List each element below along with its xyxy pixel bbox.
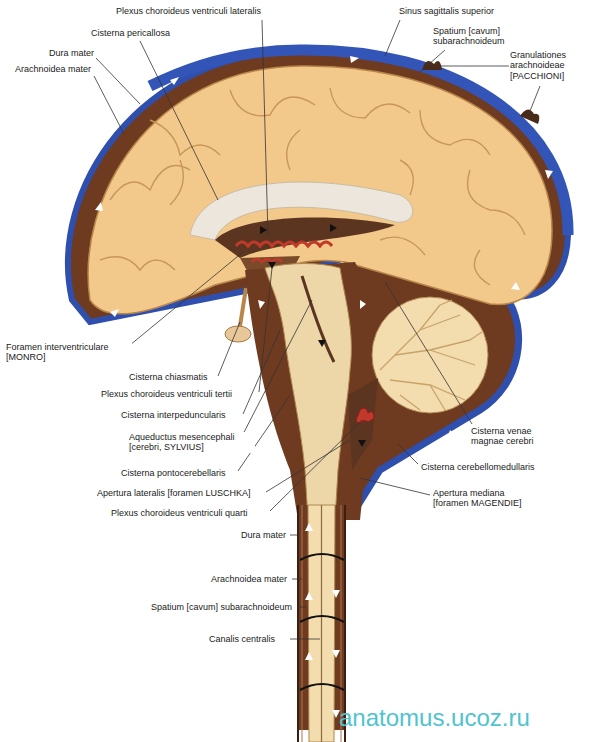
part-label: Plexus choroideus ventriculi tertii xyxy=(100,389,233,399)
part-label: Apertura lateralis [foramen LUSCHKA] xyxy=(96,488,252,498)
leader-lines xyxy=(94,20,540,639)
part-label: Cisterna pontocerebellaris xyxy=(120,468,227,478)
part-label: Foramen interventriculare [MONRO] xyxy=(5,342,132,363)
part-label: Apertura mediana [foramen MAGENDIE] xyxy=(432,488,526,509)
part-label: Cisterna chiasmatis xyxy=(128,372,209,382)
watermark: anatomus.ucoz.ru xyxy=(338,704,531,732)
brainstem xyxy=(265,264,351,521)
arachnoid-granulation xyxy=(422,61,442,70)
part-label: Cisterna cerebellomedullaris xyxy=(420,462,536,472)
central-canal xyxy=(321,505,322,742)
part-label: Granulationes arachnoideae [PACCHIONI] xyxy=(509,50,586,81)
pituitary-stalk xyxy=(240,288,246,326)
choroid-plexus xyxy=(252,259,282,262)
part-label: Canalis centralis xyxy=(208,634,276,644)
part-label: Aqueductus mesencephali [cerebri, SYLVIU… xyxy=(128,432,255,453)
arbor-vitae xyxy=(380,300,482,410)
part-label: Dura mater xyxy=(240,530,287,540)
spinal-cord xyxy=(308,505,335,742)
part-label: Cisterna venae magnae cerebri xyxy=(470,426,544,447)
pituitary xyxy=(225,326,251,342)
choroid-plexus xyxy=(236,242,332,246)
part-label: Sinus sagittalis superior xyxy=(398,6,495,16)
aqueduct xyxy=(302,276,334,362)
gyri xyxy=(100,88,525,285)
csf-flow-arrows xyxy=(95,56,553,718)
spinal-arachnoid xyxy=(302,505,303,742)
lateral-ventricle xyxy=(215,217,395,258)
trabeculae xyxy=(300,554,344,690)
part-label: Arachnoidea mater xyxy=(210,574,288,584)
part-label: Plexus choroideus ventriculi quarti xyxy=(110,508,249,518)
part-label: Arachnoidea mater xyxy=(14,64,92,74)
part-label: Dura mater xyxy=(48,48,95,58)
spinal-dura xyxy=(297,505,299,742)
part-label: Cisterna interpeduncularis xyxy=(120,410,227,420)
fourth-ventricle xyxy=(348,378,378,470)
choroid-plexus xyxy=(356,408,374,423)
part-label: Cisterna pericallosa xyxy=(90,28,171,38)
ventricle-flow-arrows xyxy=(260,224,366,447)
part-label: Plexus choroideus ventriculi lateralis xyxy=(115,6,262,16)
part-label: Spatium [cavum] subarachnoideum xyxy=(432,26,514,47)
part-label: Spatium [cavum] subarachnoideum xyxy=(150,602,293,612)
